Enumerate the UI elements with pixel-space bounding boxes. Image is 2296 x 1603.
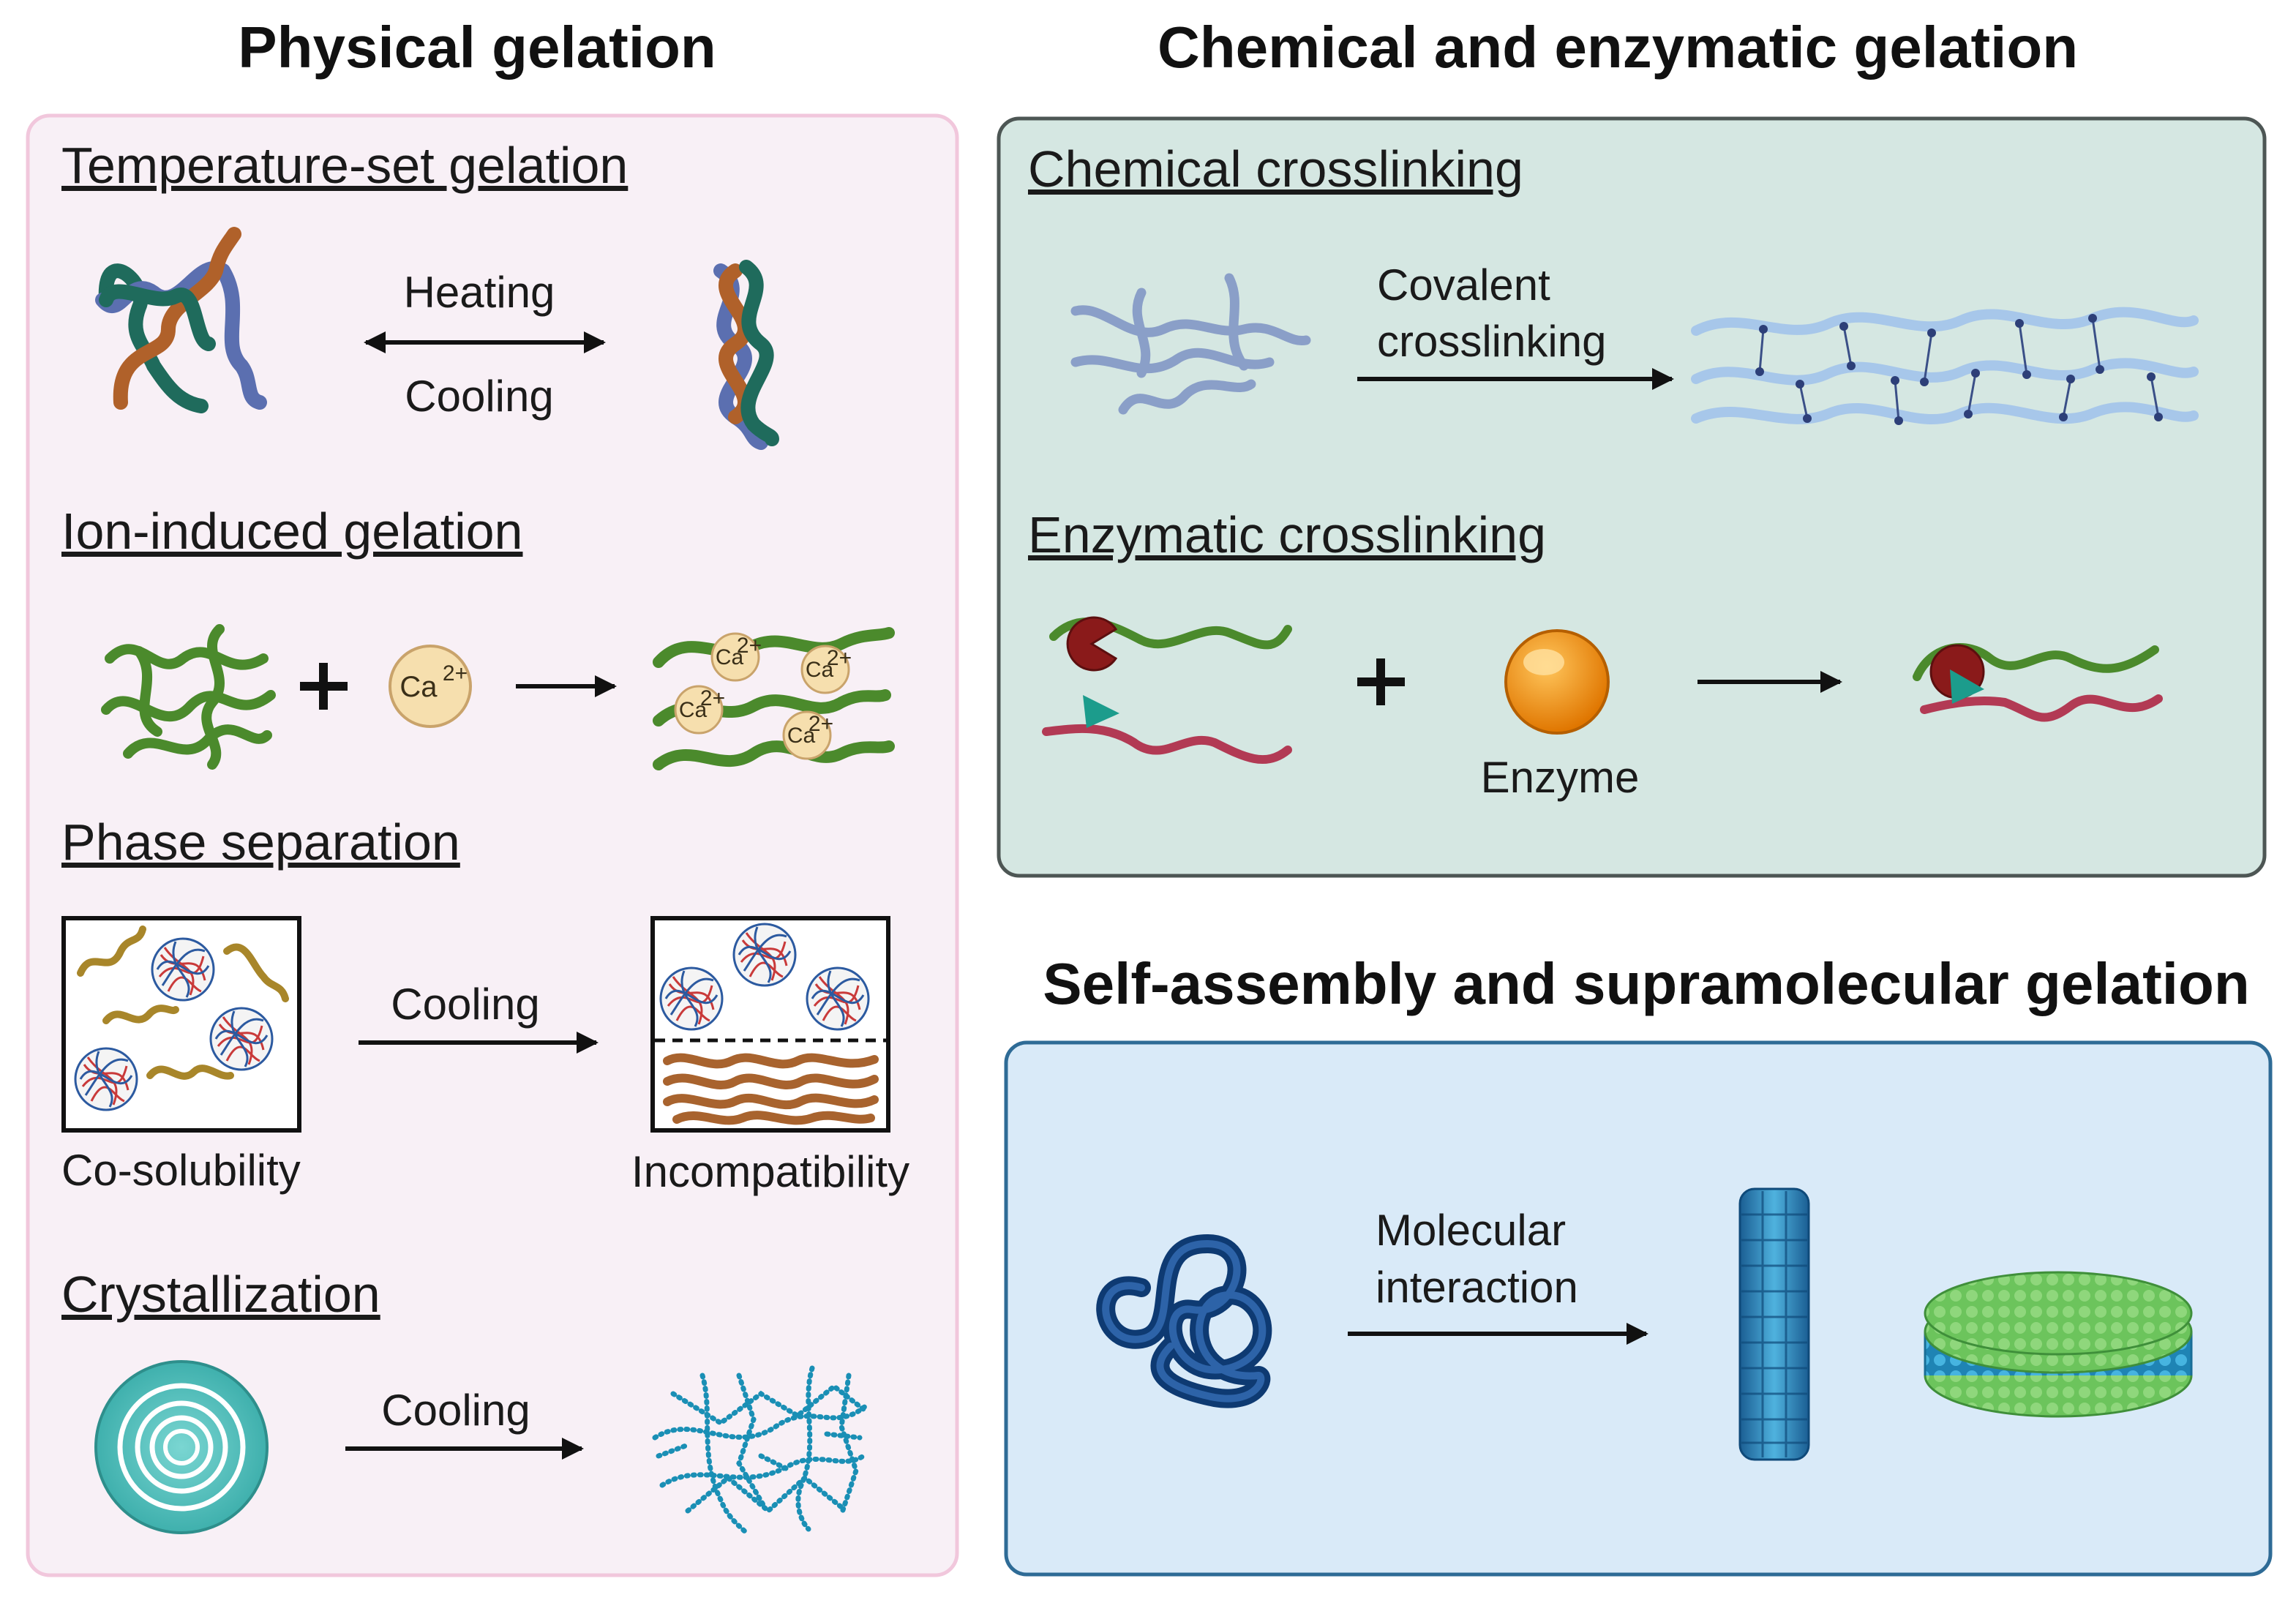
- svg-text:Ca: Ca: [806, 658, 834, 682]
- physical-gelation-title: Physical gelation: [238, 15, 716, 80]
- micelle-disc-icon: [1924, 1271, 2193, 1418]
- dispersed-micelle-2: [209, 1007, 274, 1071]
- chemical-enzymatic-gelation-title: Chemical and enzymatic gelation: [1158, 15, 2078, 80]
- phase-cooling-label: Cooling: [391, 980, 539, 1029]
- svg-text:Ca: Ca: [787, 724, 816, 748]
- phase-separation-title: Phase separation: [61, 814, 460, 871]
- calcium-ion-charge: 2+: [443, 661, 468, 686]
- covalent-label: Covalent: [1377, 260, 1550, 309]
- bound-calcium-ion-1: Ca2+: [710, 632, 762, 682]
- ion-induced-gelation-block: Ion-induced gelation Ca 2+: [61, 503, 895, 770]
- molecular-label: Molecular: [1376, 1206, 1566, 1255]
- bound-calcium-ion-3: Ca2+: [674, 685, 725, 735]
- heating-label: Heating: [404, 268, 555, 317]
- svg-text:Ca: Ca: [679, 698, 708, 722]
- svg-text:2+: 2+: [700, 686, 725, 710]
- triangle-substrate-tag-icon: [1083, 695, 1119, 728]
- physical-gelation-panel: [26, 113, 959, 1577]
- crystal-network-icon: [652, 1365, 870, 1536]
- temperature-set-gelation-title: Temperature-set gelation: [61, 137, 628, 194]
- separated-micelle-2: [732, 923, 797, 987]
- bound-calcium-ion-2: Ca2+: [800, 645, 852, 694]
- self-assembly-panel: [1004, 1040, 2273, 1577]
- crosslinked-network-icon: [1691, 307, 2199, 425]
- enzyme-label: Enzyme: [1481, 753, 1640, 802]
- calcium-ion-icon: Ca 2+: [389, 645, 472, 728]
- temperature-set-gelation-block: Temperature-set gelation Heating Cooling: [61, 137, 779, 450]
- physical-gelation-section: Physical gelation Temperature-set gelati…: [26, 15, 959, 1577]
- random-coil-strands-icon: [95, 227, 267, 413]
- separated-micelle-1: [659, 966, 724, 1031]
- dispersed-micelle-3: [74, 1047, 138, 1111]
- ion-induced-gelation-title: Ion-induced gelation: [61, 503, 522, 560]
- nanofiber-column-icon: [1738, 1187, 1810, 1461]
- calcium-ion-label: Ca: [399, 671, 438, 703]
- cooling-label: Cooling: [405, 372, 553, 421]
- crosslinking-label: crosslinking: [1377, 317, 1606, 366]
- crystallization-title: Crystallization: [61, 1266, 380, 1323]
- svg-text:Ca: Ca: [716, 645, 744, 669]
- chemical-crosslinking-title: Chemical crosslinking: [1028, 140, 1523, 198]
- free-polymer-chains-icon: [1070, 273, 1311, 415]
- svg-text:2+: 2+: [827, 646, 852, 670]
- co-solubility-label: Co-solubility: [61, 1146, 301, 1195]
- crosslinked-product-icon: [1913, 643, 2163, 722]
- coiled-molecule-icon: [1096, 1234, 1272, 1408]
- self-assembly-title: Self-assembly and supramolecular gelatio…: [1043, 951, 2249, 1016]
- substrate-chains-icon: [1042, 616, 1292, 765]
- incompatibility-label: Incompatibility: [631, 1147, 909, 1196]
- chemical-crosslinking-block: Chemical crosslinking Covalent crosslink…: [1028, 140, 2199, 425]
- chemical-enzymatic-gelation-section: Chemical and enzymatic gelation Chemical…: [997, 15, 2267, 878]
- tangled-polymer-icon: [101, 624, 276, 770]
- crystallization-block: Crystallization Cooling: [61, 1266, 870, 1536]
- enzyme-plus-sign: [1357, 658, 1405, 705]
- self-assembly-section: Self-assembly and supramolecular gelatio…: [1004, 951, 2273, 1577]
- dispersed-micelle-1: [151, 937, 215, 1002]
- incompatibility-box: [650, 916, 890, 1133]
- co-solubility-box: [61, 916, 301, 1133]
- enzymatic-crosslinking-title: Enzymatic crosslinking: [1028, 506, 1546, 563]
- spherulite-rings-icon: [94, 1360, 269, 1534]
- plus-sign: [300, 663, 348, 710]
- crystallization-cooling-label: Cooling: [381, 1386, 530, 1435]
- separated-micelle-3: [806, 966, 870, 1031]
- enzymatic-crosslinking-block: Enzymatic crosslinking Enzyme: [1028, 506, 2163, 802]
- svg-text:2+: 2+: [737, 634, 762, 658]
- phase-separation-block: Phase separation Co-solubility Cooling: [61, 814, 909, 1196]
- interaction-label: interaction: [1376, 1263, 1578, 1312]
- enzyme-icon: [1504, 629, 1610, 735]
- bound-calcium-ion-4: Ca2+: [782, 710, 833, 760]
- svg-text:2+: 2+: [809, 712, 833, 736]
- aggregated-polymer-layer: [663, 1053, 879, 1125]
- egg-box-network-icon: Ca2+ Ca2+ Ca2+ Ca2+: [653, 627, 895, 770]
- pacman-binding-site-icon: [1066, 616, 1118, 672]
- triple-helix-icon: [713, 260, 779, 450]
